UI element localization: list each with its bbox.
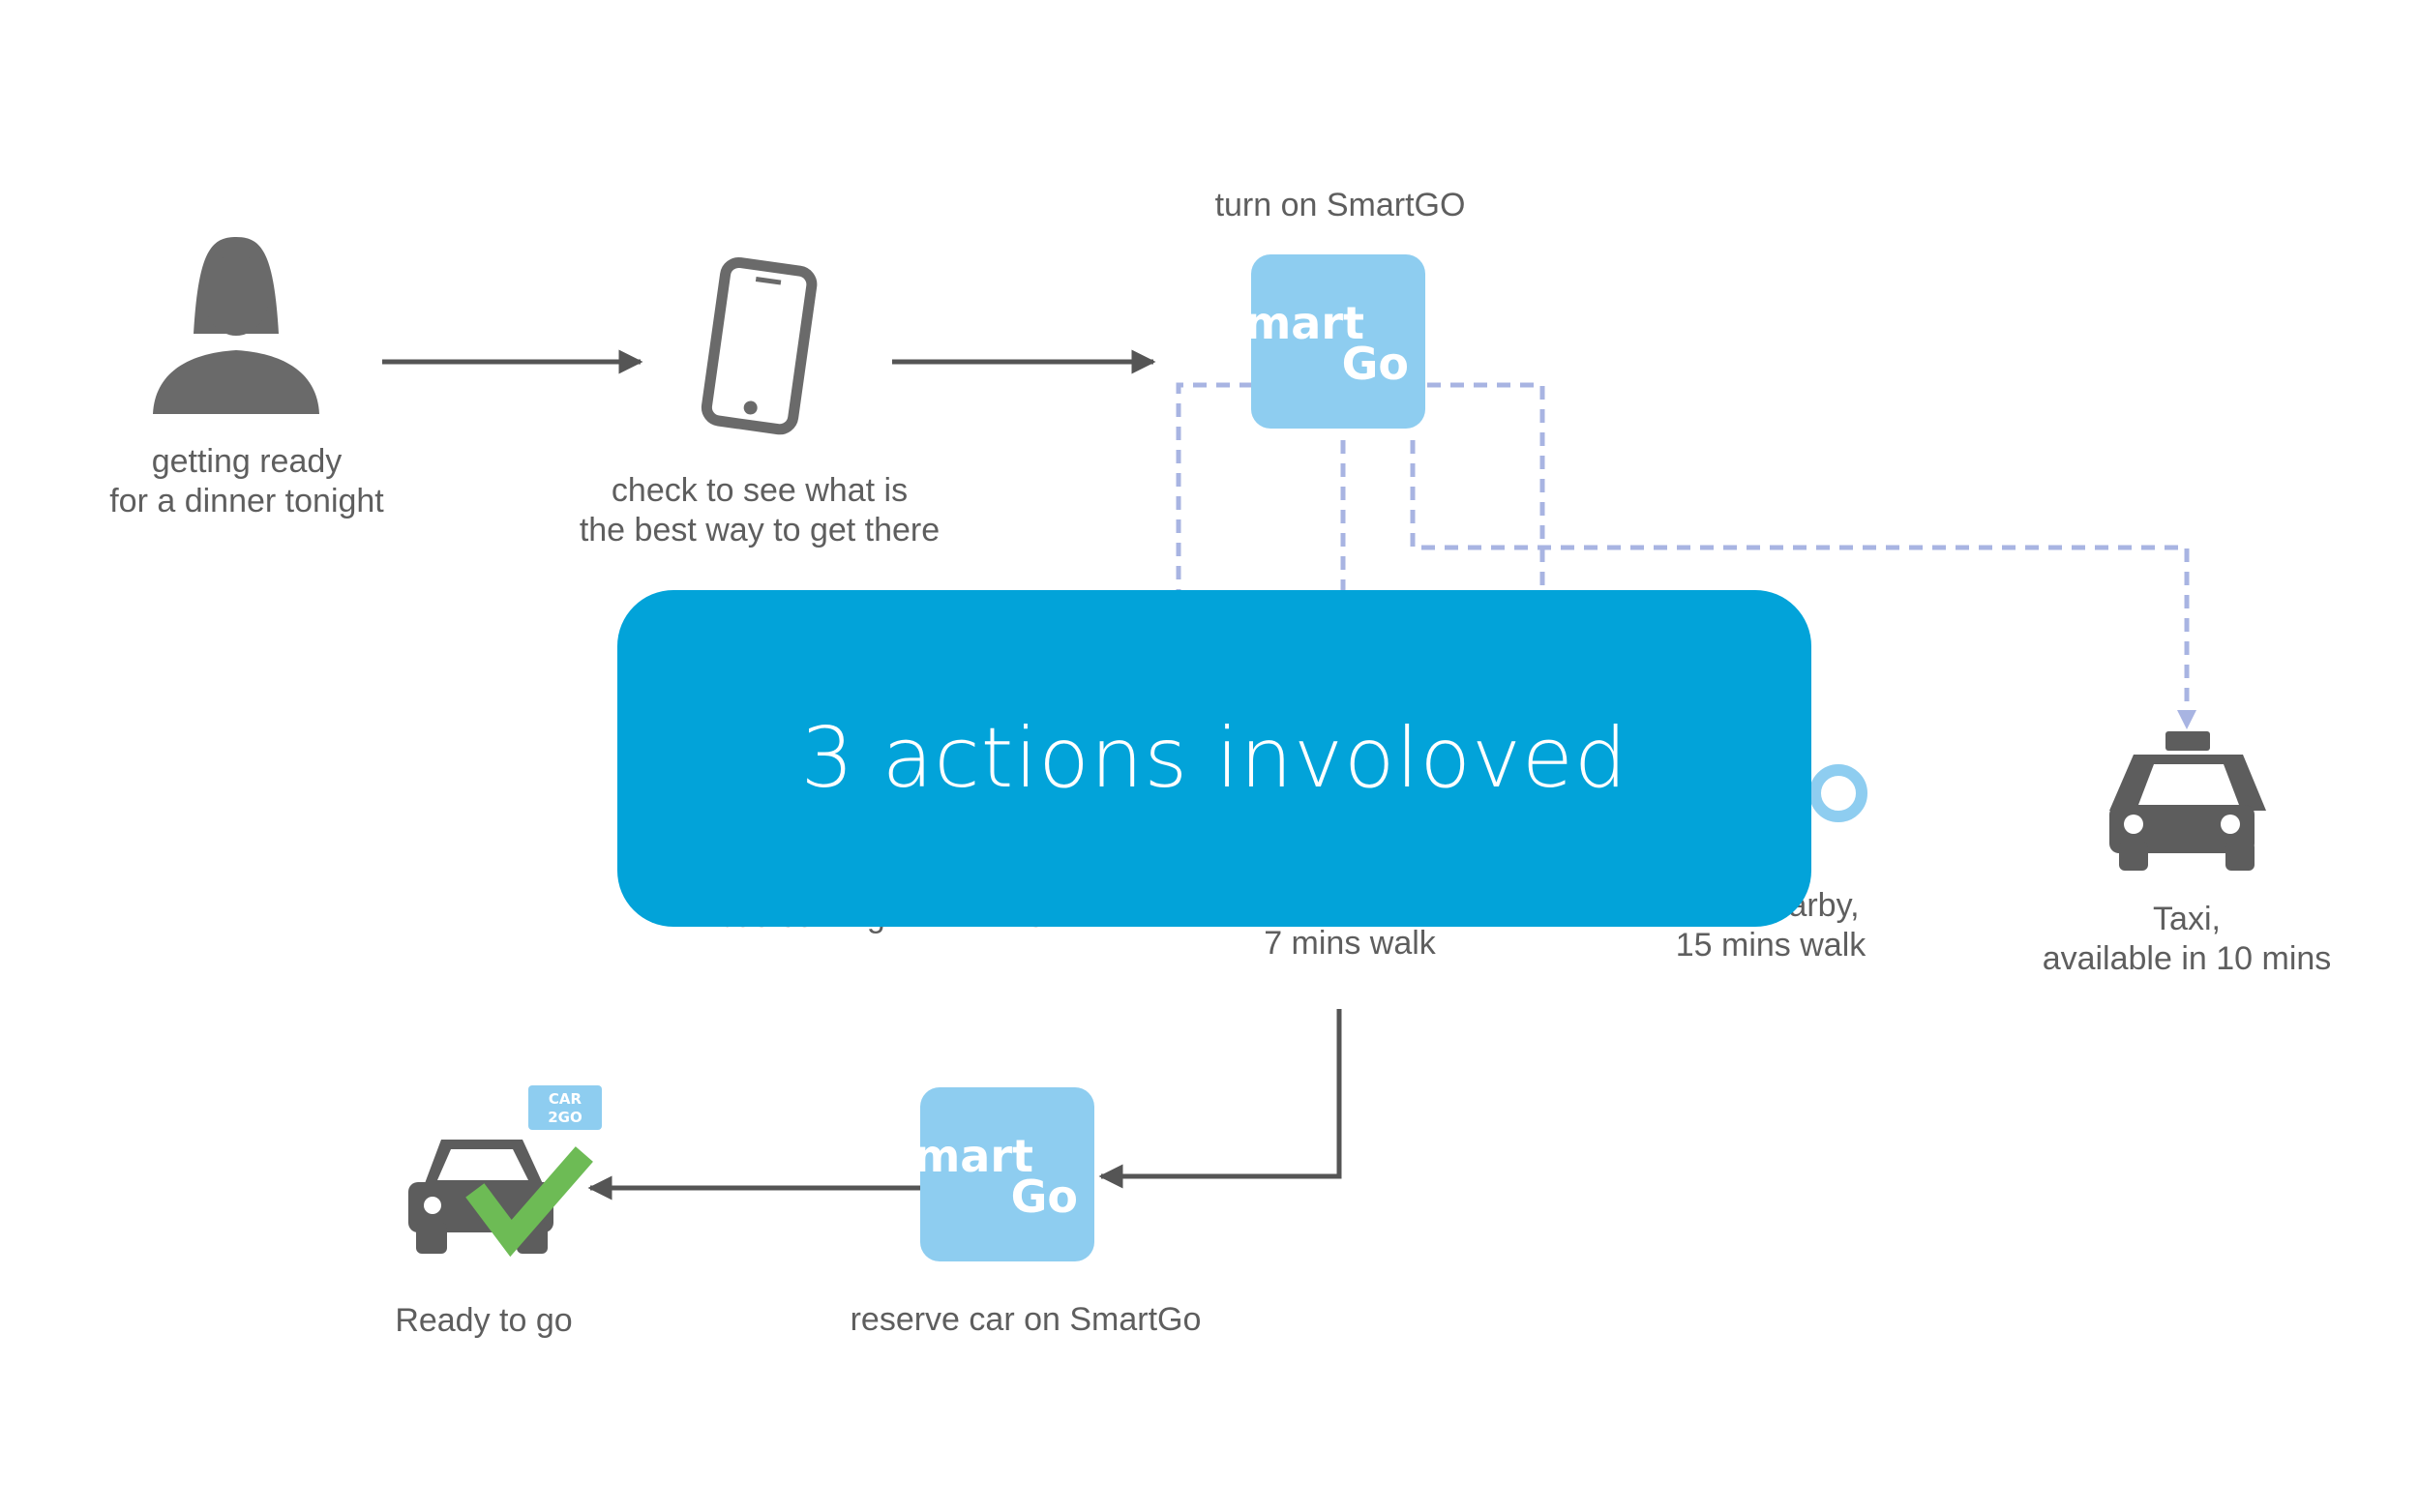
- label-taxi-line2: available in 10 mins: [2042, 940, 2332, 977]
- actions-banner: 3 actions involoved: [617, 590, 1811, 927]
- label-ready-to-go-text: Ready to go: [395, 1302, 573, 1339]
- person-icon: [153, 237, 319, 414]
- label-taxi: Taxi, available in 10 mins: [2013, 900, 2361, 979]
- actions-banner-text: 3 actions involoved: [800, 710, 1628, 807]
- taxi-icon: [2109, 731, 2266, 871]
- label-getting-ready-line2: for a dinner tonight: [109, 483, 384, 519]
- badge-text-1: CAR: [549, 1090, 582, 1108]
- smartgo-reserve-tile: Smart Go: [881, 1087, 1094, 1261]
- label-getting-ready: getting ready for a dinner tonight: [87, 442, 406, 521]
- car2go-badge: CAR 2GO: [528, 1085, 602, 1130]
- badge-text-2: 2GO: [548, 1109, 582, 1126]
- smartgo-tile-text-2: Go: [1342, 338, 1409, 390]
- smartgo-app-tile: Smart Go: [1212, 254, 1425, 429]
- label-check-line1: check to see what is: [611, 472, 909, 509]
- label-walk-text: 7 mins walk: [1264, 925, 1436, 962]
- label-ready-to-go: Ready to go: [348, 1301, 619, 1341]
- ring-icon: [1809, 764, 1867, 822]
- label-turn-on-smartgo: turn on SmartGO: [1190, 186, 1490, 225]
- label-walk: 7 mins walk: [1210, 924, 1490, 964]
- arrow-walk-to-reserve: [1098, 1009, 1342, 1189]
- reserve-tile-text-1: Smart: [881, 1130, 1033, 1182]
- smartgo-tile-text-1: Smart: [1212, 297, 1364, 349]
- car-check-icon: [408, 1140, 593, 1258]
- label-reserve-car-text: reserve car on SmartGo: [850, 1301, 1202, 1338]
- smartphone-icon: [701, 256, 818, 435]
- label-taxi-line1: Taxi,: [2153, 901, 2221, 937]
- label-check-line2: the best way to get there: [579, 512, 941, 548]
- label-check-best-way: check to see what is the best way to get…: [556, 471, 963, 550]
- label-nearby-line2: 15 mins walk: [1675, 927, 1867, 964]
- label-getting-ready-line1: getting ready: [151, 443, 343, 480]
- label-reserve-car: reserve car on SmartGo: [832, 1300, 1219, 1340]
- label-turn-on-smartgo-text: turn on SmartGO: [1214, 187, 1466, 223]
- reserve-tile-text-2: Go: [1011, 1171, 1078, 1223]
- dashed-connectors: [1176, 382, 2196, 729]
